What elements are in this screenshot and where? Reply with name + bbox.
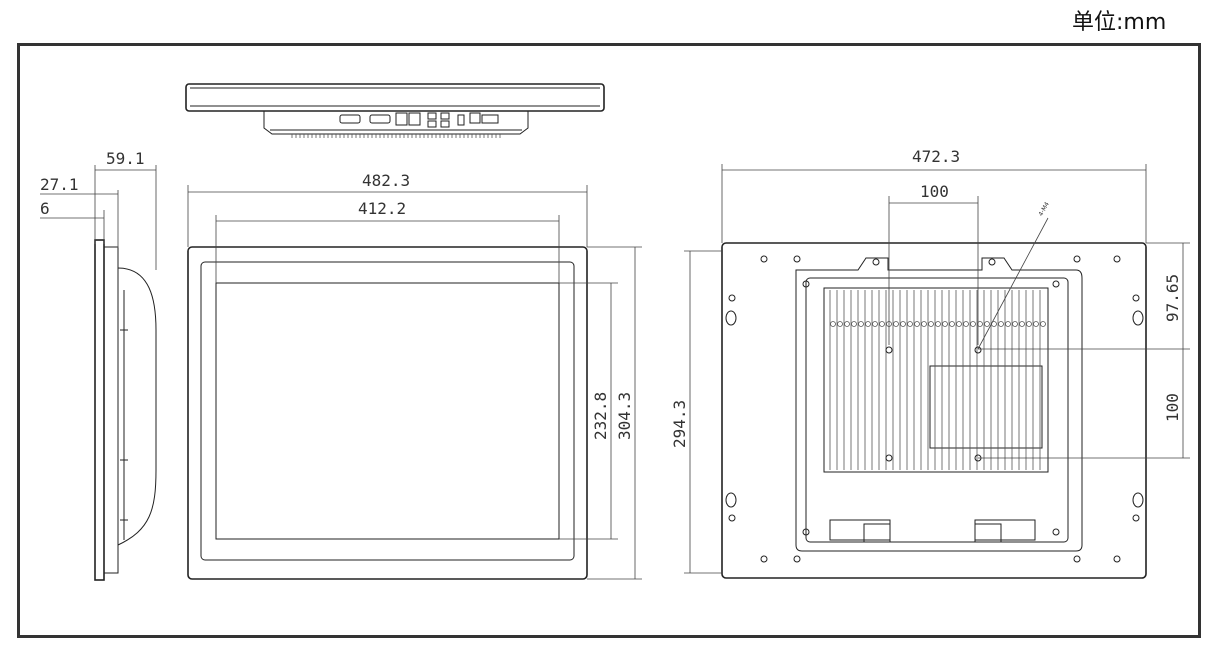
- mount-hole: [793, 555, 801, 563]
- dim-side-depth: 59.1: [106, 149, 145, 168]
- side-view: [94, 239, 157, 581]
- fin-slot: [844, 321, 850, 327]
- fin-slot: [851, 321, 857, 327]
- fin-slot: [1005, 321, 1011, 327]
- mount-hole: [1113, 255, 1121, 263]
- mount-hole: [872, 258, 880, 266]
- dim-back-width: 472.3: [912, 147, 960, 166]
- dim-side-body: 27.1: [40, 175, 79, 194]
- fin-slot: [830, 321, 836, 327]
- back-mount-holes: [725, 255, 1144, 563]
- front-dimensions: 482.3 412.2 232.8 304.3: [187, 171, 642, 580]
- mount-hole: [1073, 555, 1081, 563]
- dim-back-height: 294.3: [670, 400, 689, 448]
- fin-slot: [956, 321, 962, 327]
- dim-back-vesa-h: 100: [920, 182, 949, 201]
- mount-hole: [728, 294, 736, 302]
- fin-slot: [942, 321, 948, 327]
- back-dimensions: 472.3 100 294.3 97.65 100 4-M4: [670, 147, 1190, 574]
- mount-hole: [988, 258, 996, 266]
- fin-slot: [837, 321, 843, 327]
- fin-slot: [914, 321, 920, 327]
- mount-hole: [793, 255, 801, 263]
- mount-hole: [760, 555, 768, 563]
- dim-side-bezel: 6: [40, 199, 50, 218]
- fin-slot: [865, 321, 871, 327]
- mount-hole: [1052, 280, 1060, 288]
- fin-slot: [977, 321, 983, 327]
- mount-hole: [760, 255, 768, 263]
- fin-slot: [1012, 321, 1018, 327]
- slot-hole: [1132, 310, 1144, 326]
- mount-hole: [1073, 255, 1081, 263]
- fin-slot: [963, 321, 969, 327]
- fin-slot: [921, 321, 927, 327]
- mount-hole: [1132, 294, 1140, 302]
- side-dimensions: 59.1 27.1 6: [40, 149, 157, 270]
- slot-hole: [725, 310, 737, 326]
- fin-slot: [858, 321, 864, 327]
- top-view: [185, 83, 605, 138]
- mount-hole: [1132, 514, 1140, 522]
- fin-slot: [907, 321, 913, 327]
- fin-slot: [900, 321, 906, 327]
- mount-hole: [1113, 555, 1121, 563]
- fin-slot: [998, 321, 1004, 327]
- dim-back-top-offset: 97.65: [1163, 274, 1182, 322]
- fin-slot: [879, 321, 885, 327]
- fin-slot: [970, 321, 976, 327]
- fin-slot: [872, 321, 878, 327]
- fin-slot: [949, 321, 955, 327]
- fin-slot: [984, 321, 990, 327]
- mount-hole: [1052, 528, 1060, 536]
- dim-front-height: 304.3: [615, 392, 634, 440]
- fin-slot: [1019, 321, 1025, 327]
- mount-hole: [885, 346, 893, 354]
- fin-slot: [1026, 321, 1032, 327]
- top-heatsink-fins: [291, 134, 501, 138]
- slot-hole: [1132, 492, 1144, 508]
- dim-front-display-width: 412.2: [358, 199, 406, 218]
- mount-hole: [802, 280, 810, 288]
- screw-callout: 4-M4: [1037, 201, 1051, 218]
- mount-hole: [802, 528, 810, 536]
- fin-slot: [893, 321, 899, 327]
- mount-hole: [885, 454, 893, 462]
- dim-back-vesa-v: 100: [1163, 393, 1182, 422]
- dim-front-display-height: 232.8: [591, 392, 610, 440]
- back-view: [721, 242, 1147, 579]
- fin-slot: [935, 321, 941, 327]
- mount-hole: [974, 346, 982, 354]
- back-heatsink-fins: [829, 290, 1046, 470]
- fin-slot: [928, 321, 934, 327]
- slot-hole: [725, 492, 737, 508]
- drawing-frame: [17, 43, 1201, 638]
- front-view: [187, 246, 588, 580]
- mount-hole: [728, 514, 736, 522]
- dim-front-width: 482.3: [362, 171, 410, 190]
- fin-slot: [1033, 321, 1039, 327]
- fin-slot: [1040, 321, 1046, 327]
- unit-label: 单位:mm: [1072, 10, 1167, 35]
